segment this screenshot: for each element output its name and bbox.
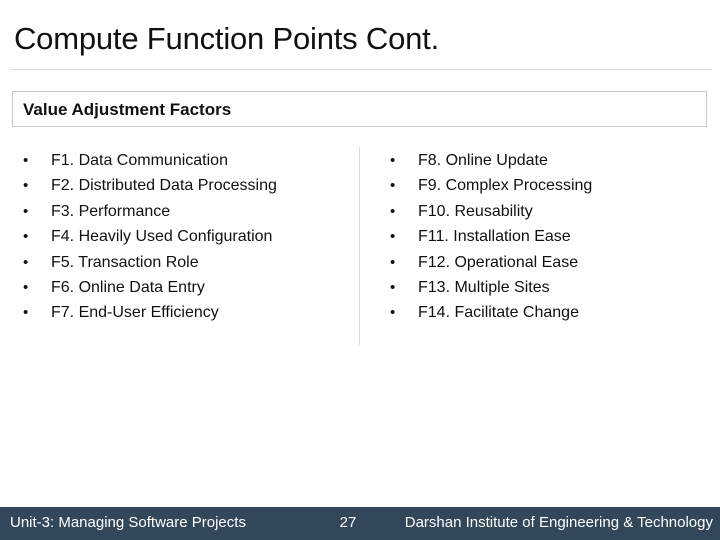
title-divider: [10, 69, 712, 70]
list-item: • F8. Online Update: [381, 148, 711, 173]
bullet-icon: •: [23, 304, 29, 322]
list-item: • F12. Operational Ease: [381, 250, 711, 275]
bullet-icon: •: [390, 152, 396, 169]
list-item: • F4. Heavily Used Configuration: [14, 224, 344, 249]
footer-institute-label: Darshan Institute of Engineering & Techn…: [404, 514, 713, 531]
list-item-label: F9. Complex Processing: [418, 177, 593, 195]
factors-column-right: • F8. Online Update • F9. Complex Proces…: [381, 148, 711, 326]
list-item-label: F3. Performance: [51, 202, 171, 220]
bullet-icon: •: [390, 278, 396, 296]
list-item-label: F8. Online Update: [418, 152, 548, 169]
bullet-icon: •: [390, 304, 396, 322]
list-item-label: F6. Online Data Entry: [51, 278, 205, 296]
list-item: • F6. Online Data Entry: [14, 275, 344, 300]
list-item: • F3. Performance: [14, 199, 344, 224]
list-item-label: F2. Distributed Data Processing: [51, 177, 277, 195]
list-item-label: F12. Operational Ease: [418, 253, 579, 271]
list-item-label: F11. Installation Ease: [418, 228, 571, 246]
bullet-icon: •: [390, 202, 396, 220]
list-item: • F2. Distributed Data Processing: [14, 173, 344, 198]
list-item: • F5. Transaction Role: [14, 250, 344, 275]
factor-list-left: • F1. Data Communication • F2. Distribut…: [14, 148, 344, 326]
bullet-icon: •: [23, 177, 29, 195]
list-item-label: F7. End-User Efficiency: [51, 304, 219, 322]
section-header-label: Value Adjustment Factors: [23, 100, 232, 119]
list-item-label: F5. Transaction Role: [51, 253, 199, 271]
bullet-icon: •: [23, 152, 29, 169]
list-item: • F7. End-User Efficiency: [14, 300, 344, 325]
section-header-box: Value Adjustment Factors: [12, 91, 707, 127]
factors-columns: • F1. Data Communication • F2. Distribut…: [0, 148, 720, 348]
list-item-label: F13. Multiple Sites: [418, 278, 550, 296]
list-item: • F1. Data Communication: [14, 148, 344, 173]
column-divider: [359, 147, 360, 345]
page-title: Compute Function Points Cont.: [14, 21, 439, 56]
bullet-icon: •: [23, 253, 29, 271]
factor-list-right: • F8. Online Update • F9. Complex Proces…: [381, 148, 711, 326]
list-item: • F9. Complex Processing: [381, 173, 711, 198]
bullet-icon: •: [23, 202, 29, 220]
list-item: • F11. Installation Ease: [381, 224, 711, 249]
list-item-label: F10. Reusability: [418, 202, 533, 220]
bullet-icon: •: [390, 177, 396, 195]
footer-unit-label: Unit-3: Managing Software Projects: [10, 514, 246, 531]
factors-column-left: • F1. Data Communication • F2. Distribut…: [14, 148, 344, 326]
list-item: • F13. Multiple Sites: [381, 275, 711, 300]
bullet-icon: •: [390, 253, 396, 271]
footer-bar: Unit-3: Managing Software Projects 27 Da…: [0, 507, 720, 540]
bullet-icon: •: [23, 278, 29, 296]
list-item-label: F14. Facilitate Change: [418, 304, 579, 322]
bullet-icon: •: [23, 228, 29, 246]
list-item-label: F4. Heavily Used Configuration: [51, 228, 273, 246]
footer-page-number: 27: [339, 514, 357, 531]
bullet-icon: •: [390, 228, 396, 246]
list-item-label: F1. Data Communication: [51, 152, 228, 169]
list-item: • F10. Reusability: [381, 199, 711, 224]
list-item: • F14. Facilitate Change: [381, 300, 711, 325]
